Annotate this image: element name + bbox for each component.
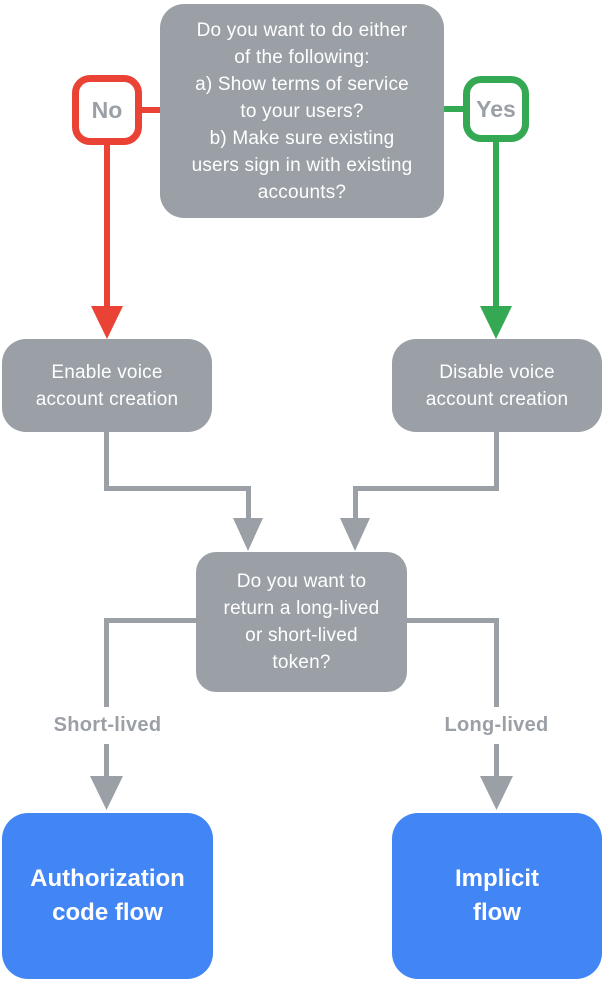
arrow-down-gray-right-icon — [340, 518, 370, 551]
question-node-account-linking: Do you want to do either of the followin… — [160, 4, 444, 218]
arrow-down-gray-short-lived-icon — [90, 776, 123, 810]
yes-connector-vertical — [493, 142, 499, 308]
enable-connector-vertical-1 — [104, 432, 109, 491]
short-lived-branch-label: Short-lived — [23, 707, 192, 744]
arrow-down-green-icon — [480, 306, 512, 339]
enable-connector-vertical-2 — [246, 486, 251, 520]
implicit-flow-node: Implicit flow — [392, 813, 602, 979]
short-lived-connector-horizontal — [104, 618, 196, 623]
enable-voice-account-creation-node: Enable voice account creation — [2, 339, 212, 432]
long-lived-connector-horizontal — [407, 618, 499, 623]
enable-connector-horizontal — [104, 486, 251, 491]
disable-voice-account-creation-node: Disable voice account creation — [392, 339, 602, 432]
no-connector-vertical — [104, 145, 110, 308]
disable-connector-vertical-2 — [353, 486, 358, 520]
question-node-token-type: Do you want to return a long-lived or sh… — [196, 552, 407, 692]
long-lived-connector-vertical — [494, 618, 499, 778]
short-lived-connector-vertical — [104, 618, 109, 778]
long-lived-branch-label: Long-lived — [412, 707, 581, 744]
arrow-down-gray-long-lived-icon — [480, 776, 513, 810]
no-badge: No — [72, 75, 142, 145]
disable-connector-horizontal — [353, 486, 499, 491]
yes-connector-horizontal — [444, 106, 463, 112]
arrow-down-gray-left-icon — [233, 518, 263, 551]
arrow-down-red-icon — [91, 306, 123, 339]
disable-connector-vertical-1 — [494, 432, 499, 491]
yes-badge: Yes — [463, 76, 529, 142]
authorization-code-flow-node: Authorization code flow — [2, 813, 213, 979]
no-connector-horizontal — [142, 107, 160, 113]
